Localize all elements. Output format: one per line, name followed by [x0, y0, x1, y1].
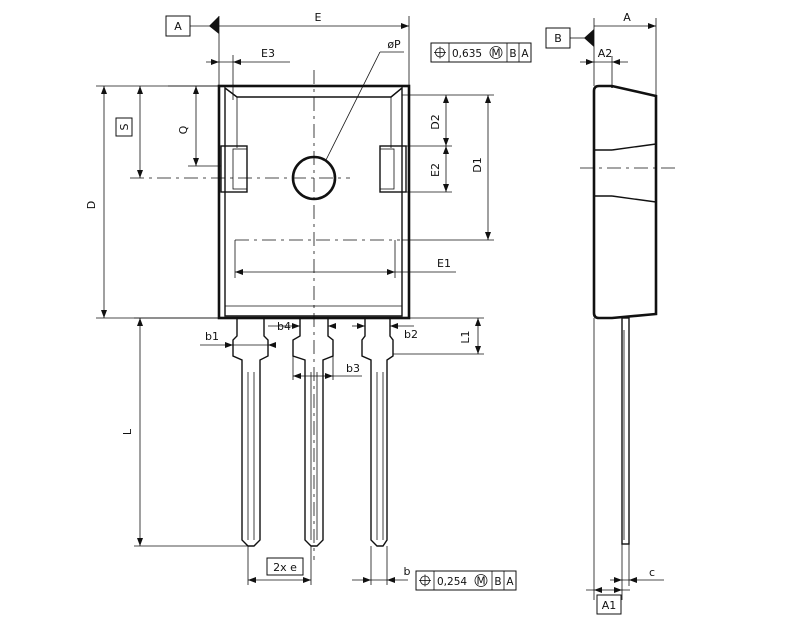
dim-q-label: Q [177, 125, 190, 134]
side-dimensions: B A A2 A1 c [545, 11, 664, 615]
dim-s-label: S [118, 123, 131, 130]
lead-right [361, 318, 394, 547]
side-body [592, 84, 658, 320]
dim-e-label: E [315, 11, 322, 24]
dim-d2-label: D2 [429, 114, 442, 129]
front-view [130, 70, 411, 560]
lead-left [232, 318, 269, 547]
dim-e2-label: E2 [429, 163, 442, 177]
dim-pitch-label: 2x e [273, 561, 297, 574]
body-inner-outline [224, 86, 403, 317]
side-view [580, 84, 676, 545]
datum-a-label: A [174, 20, 182, 33]
dim-e1-label: E1 [437, 257, 451, 270]
dim-c-label: c [649, 566, 655, 579]
dim-p-label: øP [387, 38, 401, 51]
svg-text:B: B [509, 48, 516, 60]
dim-b3-label: b3 [346, 362, 360, 375]
dim-b2-label: b2 [404, 328, 418, 341]
svg-text:0,635: 0,635 [452, 48, 482, 60]
dim-a1-label: A1 [602, 599, 617, 612]
lead-tolerance-frame: 0,254 M B A [415, 570, 517, 591]
mmc-icon [474, 574, 488, 587]
hole-tolerance-frame: 0,635 M B A [430, 42, 532, 63]
dim-l1-label: L1 [459, 330, 472, 343]
svg-text:B: B [494, 576, 501, 588]
side-lead [621, 317, 630, 545]
svg-text:A: A [521, 48, 529, 60]
datum-b-label: B [554, 32, 562, 45]
dim-d-label: D [85, 201, 98, 209]
dim-b1-label: b1 [205, 330, 219, 343]
front-dimensions: A E E3 øP 0,635 M B [85, 11, 532, 591]
left-notch [220, 145, 248, 193]
svg-text:0,254: 0,254 [437, 576, 467, 588]
svg-text:A: A [506, 576, 514, 588]
lead-center [292, 318, 334, 547]
dim-e3-label: E3 [261, 47, 275, 60]
right-notch [379, 145, 407, 193]
svg-text:M: M [491, 48, 500, 60]
svg-text:M: M [476, 576, 485, 588]
dim-l-label: L [121, 428, 134, 435]
dim-d1-label: D1 [471, 157, 484, 172]
package-body [217, 84, 411, 320]
dim-b4-label: b4 [277, 320, 291, 333]
mmc-icon [489, 46, 503, 59]
dim-a-label: A [623, 11, 631, 24]
dim-b-label: b [404, 565, 411, 578]
dim-a2-label: A2 [598, 47, 613, 60]
